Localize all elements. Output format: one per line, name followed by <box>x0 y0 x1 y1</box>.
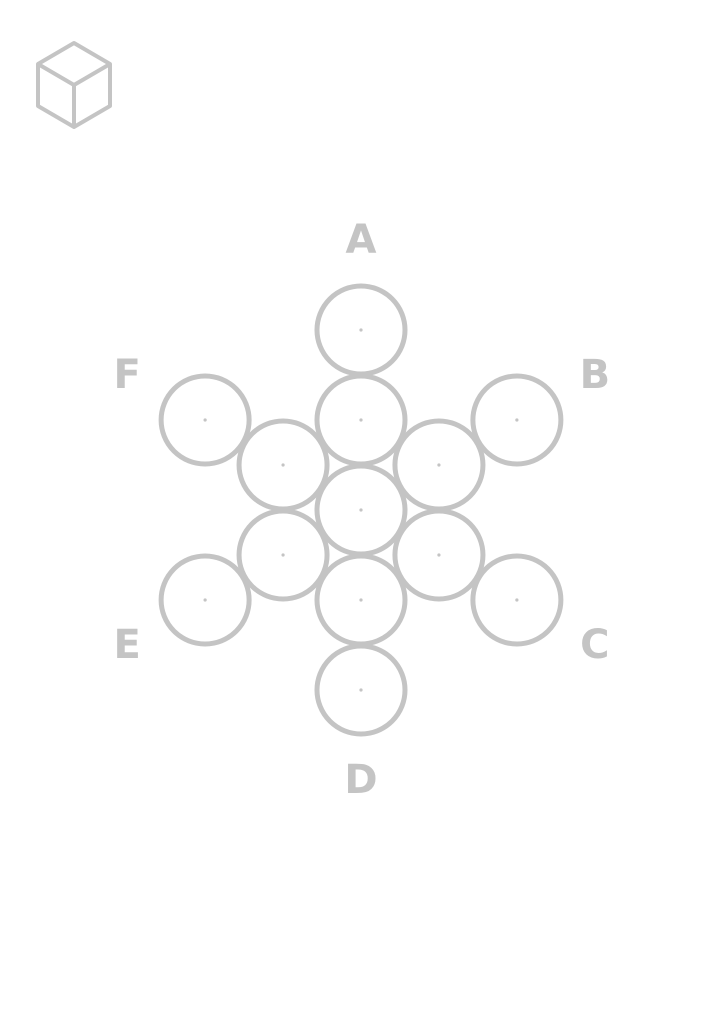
outer-circle-c <box>470 553 564 647</box>
outer-circle-d-center-dot <box>359 688 363 692</box>
outer-circle-f <box>158 373 252 467</box>
point-label-e: E <box>114 622 141 668</box>
outer-circle-a <box>314 283 408 377</box>
point-label-f: F <box>114 352 141 398</box>
point-label-a: A <box>346 217 377 263</box>
outer-circle-e <box>158 553 252 647</box>
outer-circle-f-center-dot <box>203 418 207 422</box>
outer-circle-b-center-dot <box>515 418 519 422</box>
inner-circle-a-center-dot <box>359 418 363 422</box>
inner-circle-f <box>236 418 330 512</box>
inner-circle-e-center-dot <box>281 553 285 557</box>
inner-circle-c <box>392 508 486 602</box>
point-label-c: C <box>580 622 609 668</box>
center-circle-center-dot <box>359 508 363 512</box>
inner-circle-f-center-dot <box>281 463 285 467</box>
inner-circle-b-center-dot <box>437 463 441 467</box>
inner-circle-d-center-dot <box>359 598 363 602</box>
outer-circle-c-center-dot <box>515 598 519 602</box>
point-label-d: D <box>344 757 377 803</box>
outer-circle-d <box>314 643 408 737</box>
outer-circle-a-center-dot <box>359 328 363 332</box>
point-label-b: B <box>580 352 611 398</box>
inner-circle-c-center-dot <box>437 553 441 557</box>
outer-circle-b <box>470 373 564 467</box>
cube-logo-icon <box>36 41 112 129</box>
outer-circle-e-center-dot <box>203 598 207 602</box>
